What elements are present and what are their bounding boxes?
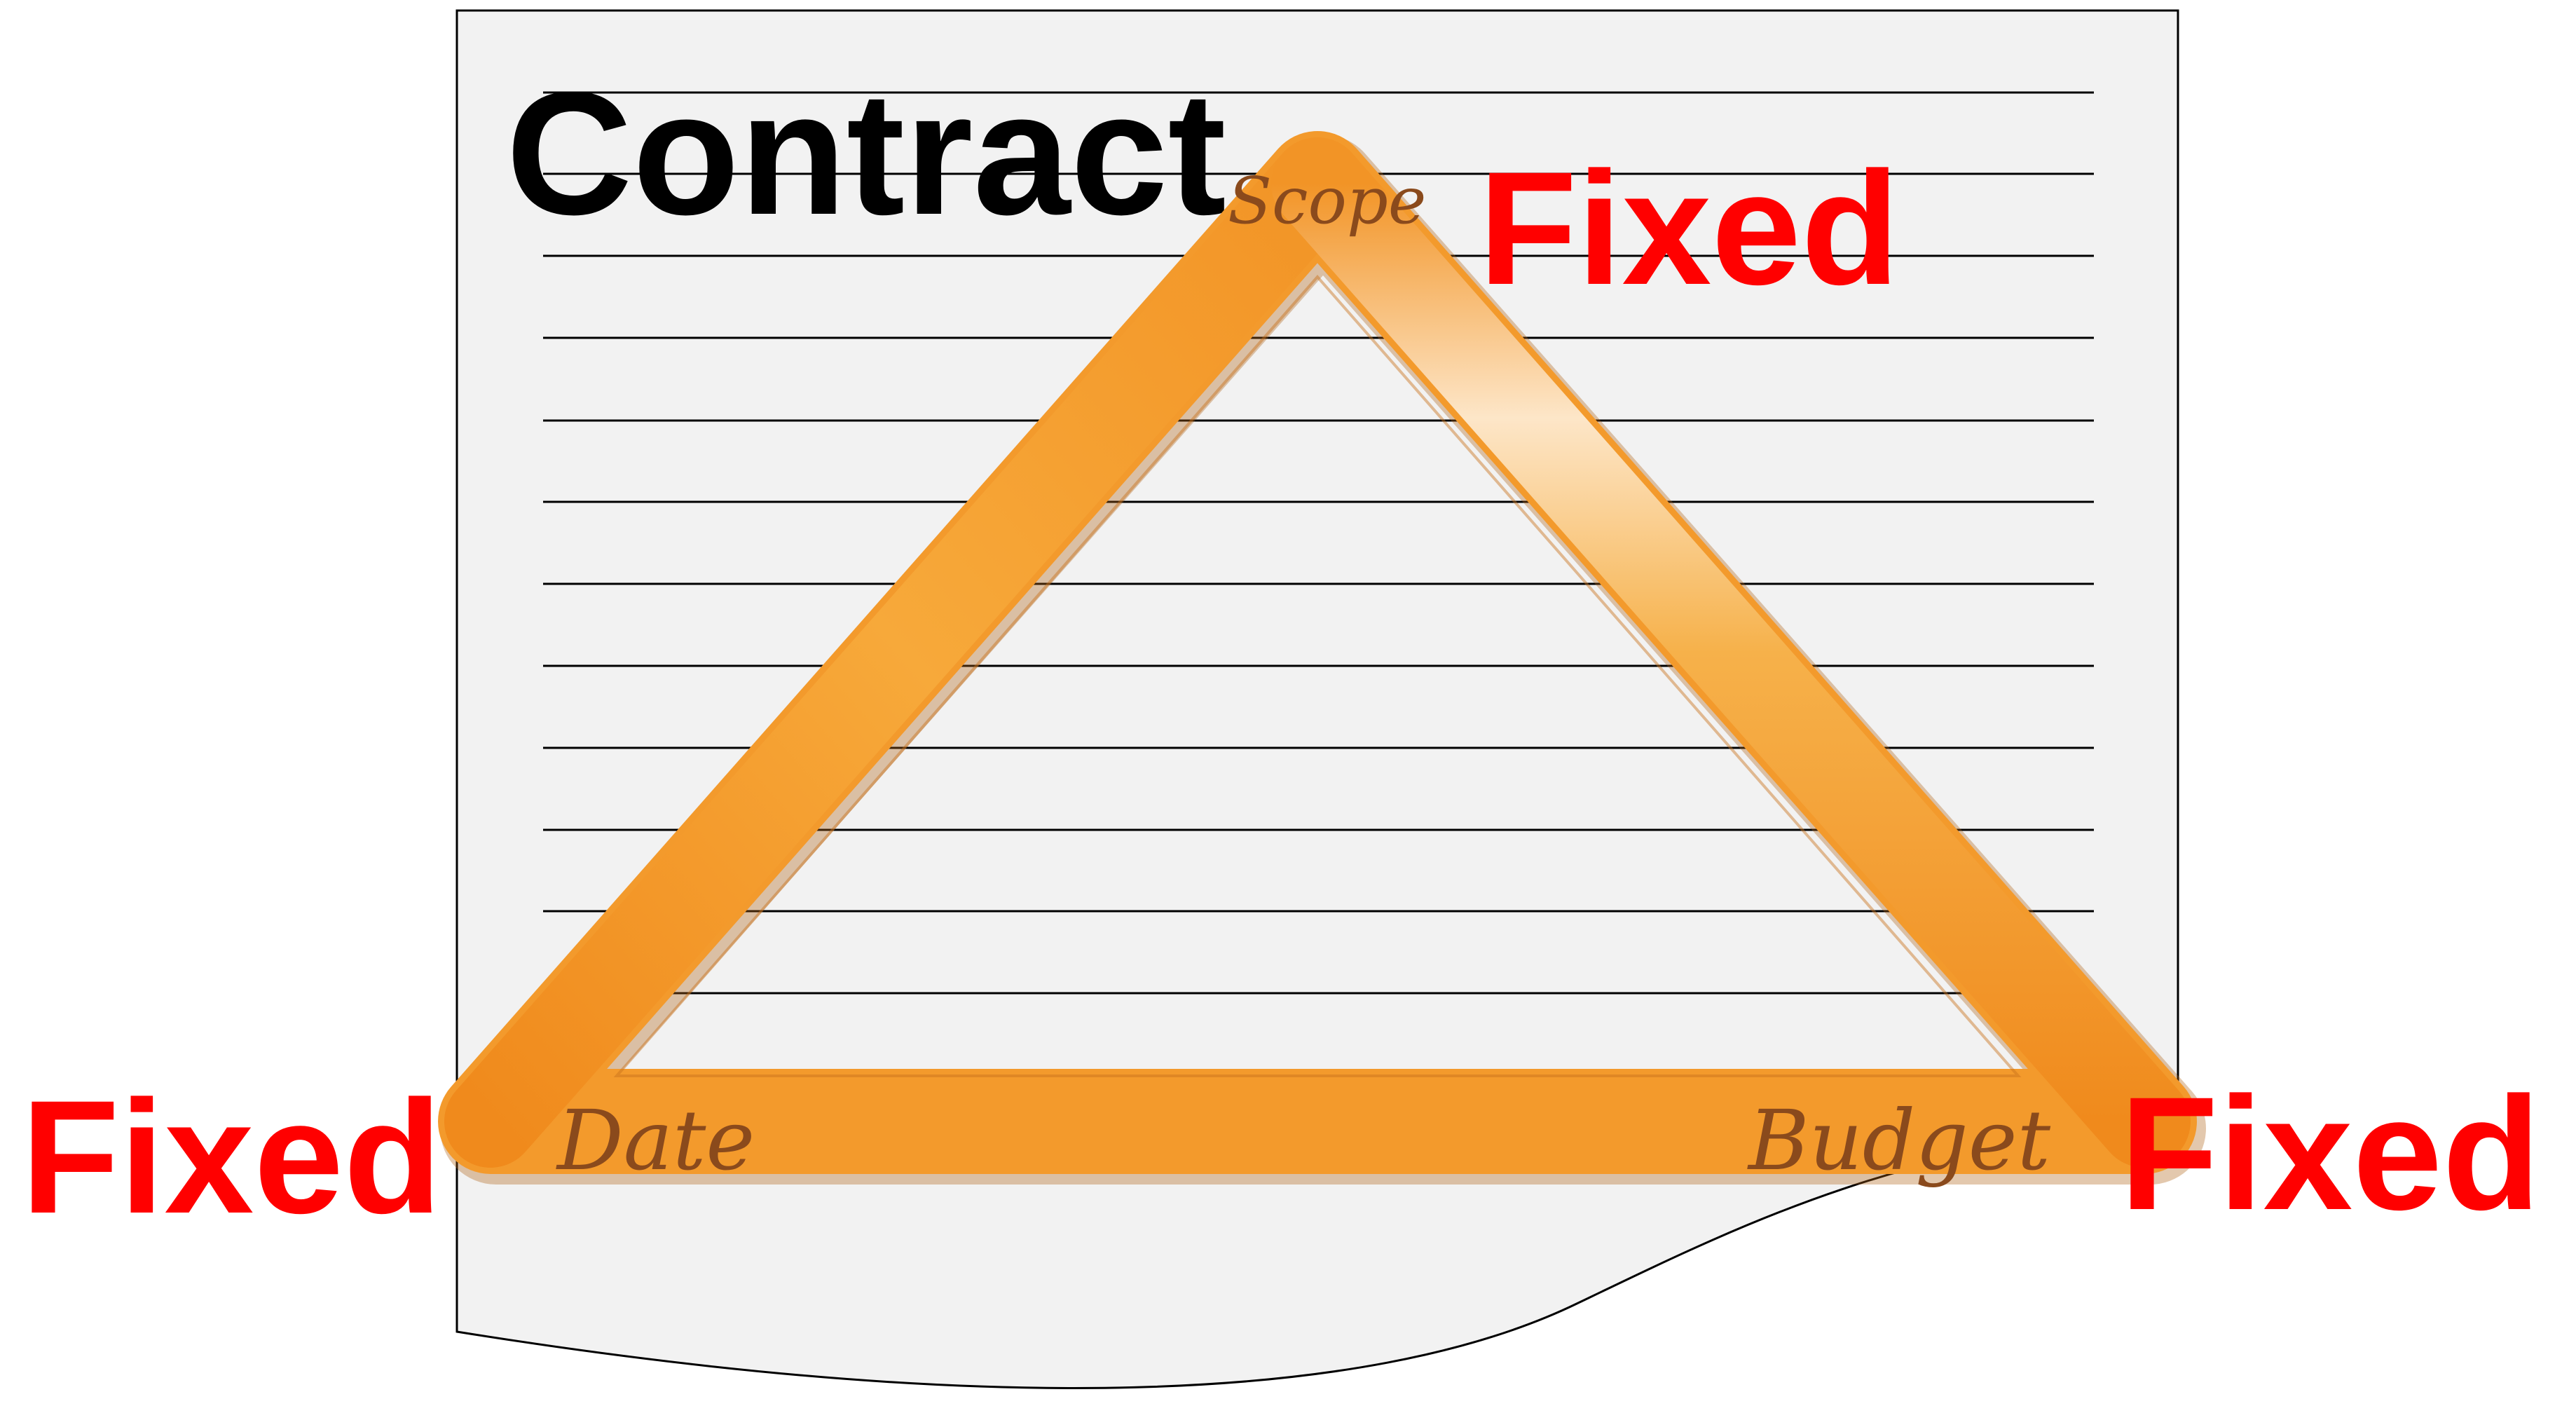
date-fixed-label: Fixed	[21, 1067, 442, 1247]
triangle-inner-outline	[613, 274, 2022, 1077]
scope-label: Scope	[1228, 163, 1426, 238]
budget-fixed-label: Fixed	[2120, 1063, 2541, 1243]
contract-title: Contract	[506, 55, 1226, 251]
budget-label: Budget	[1747, 1092, 2051, 1189]
triangle-right-edge	[1271, 137, 2191, 1168]
constraint-triangle: Scope Date Budget	[438, 131, 2206, 1189]
date-label: Date	[556, 1092, 755, 1189]
scope-fixed-label: Fixed	[1479, 138, 1900, 318]
triangle-left-edge	[444, 137, 1364, 1168]
